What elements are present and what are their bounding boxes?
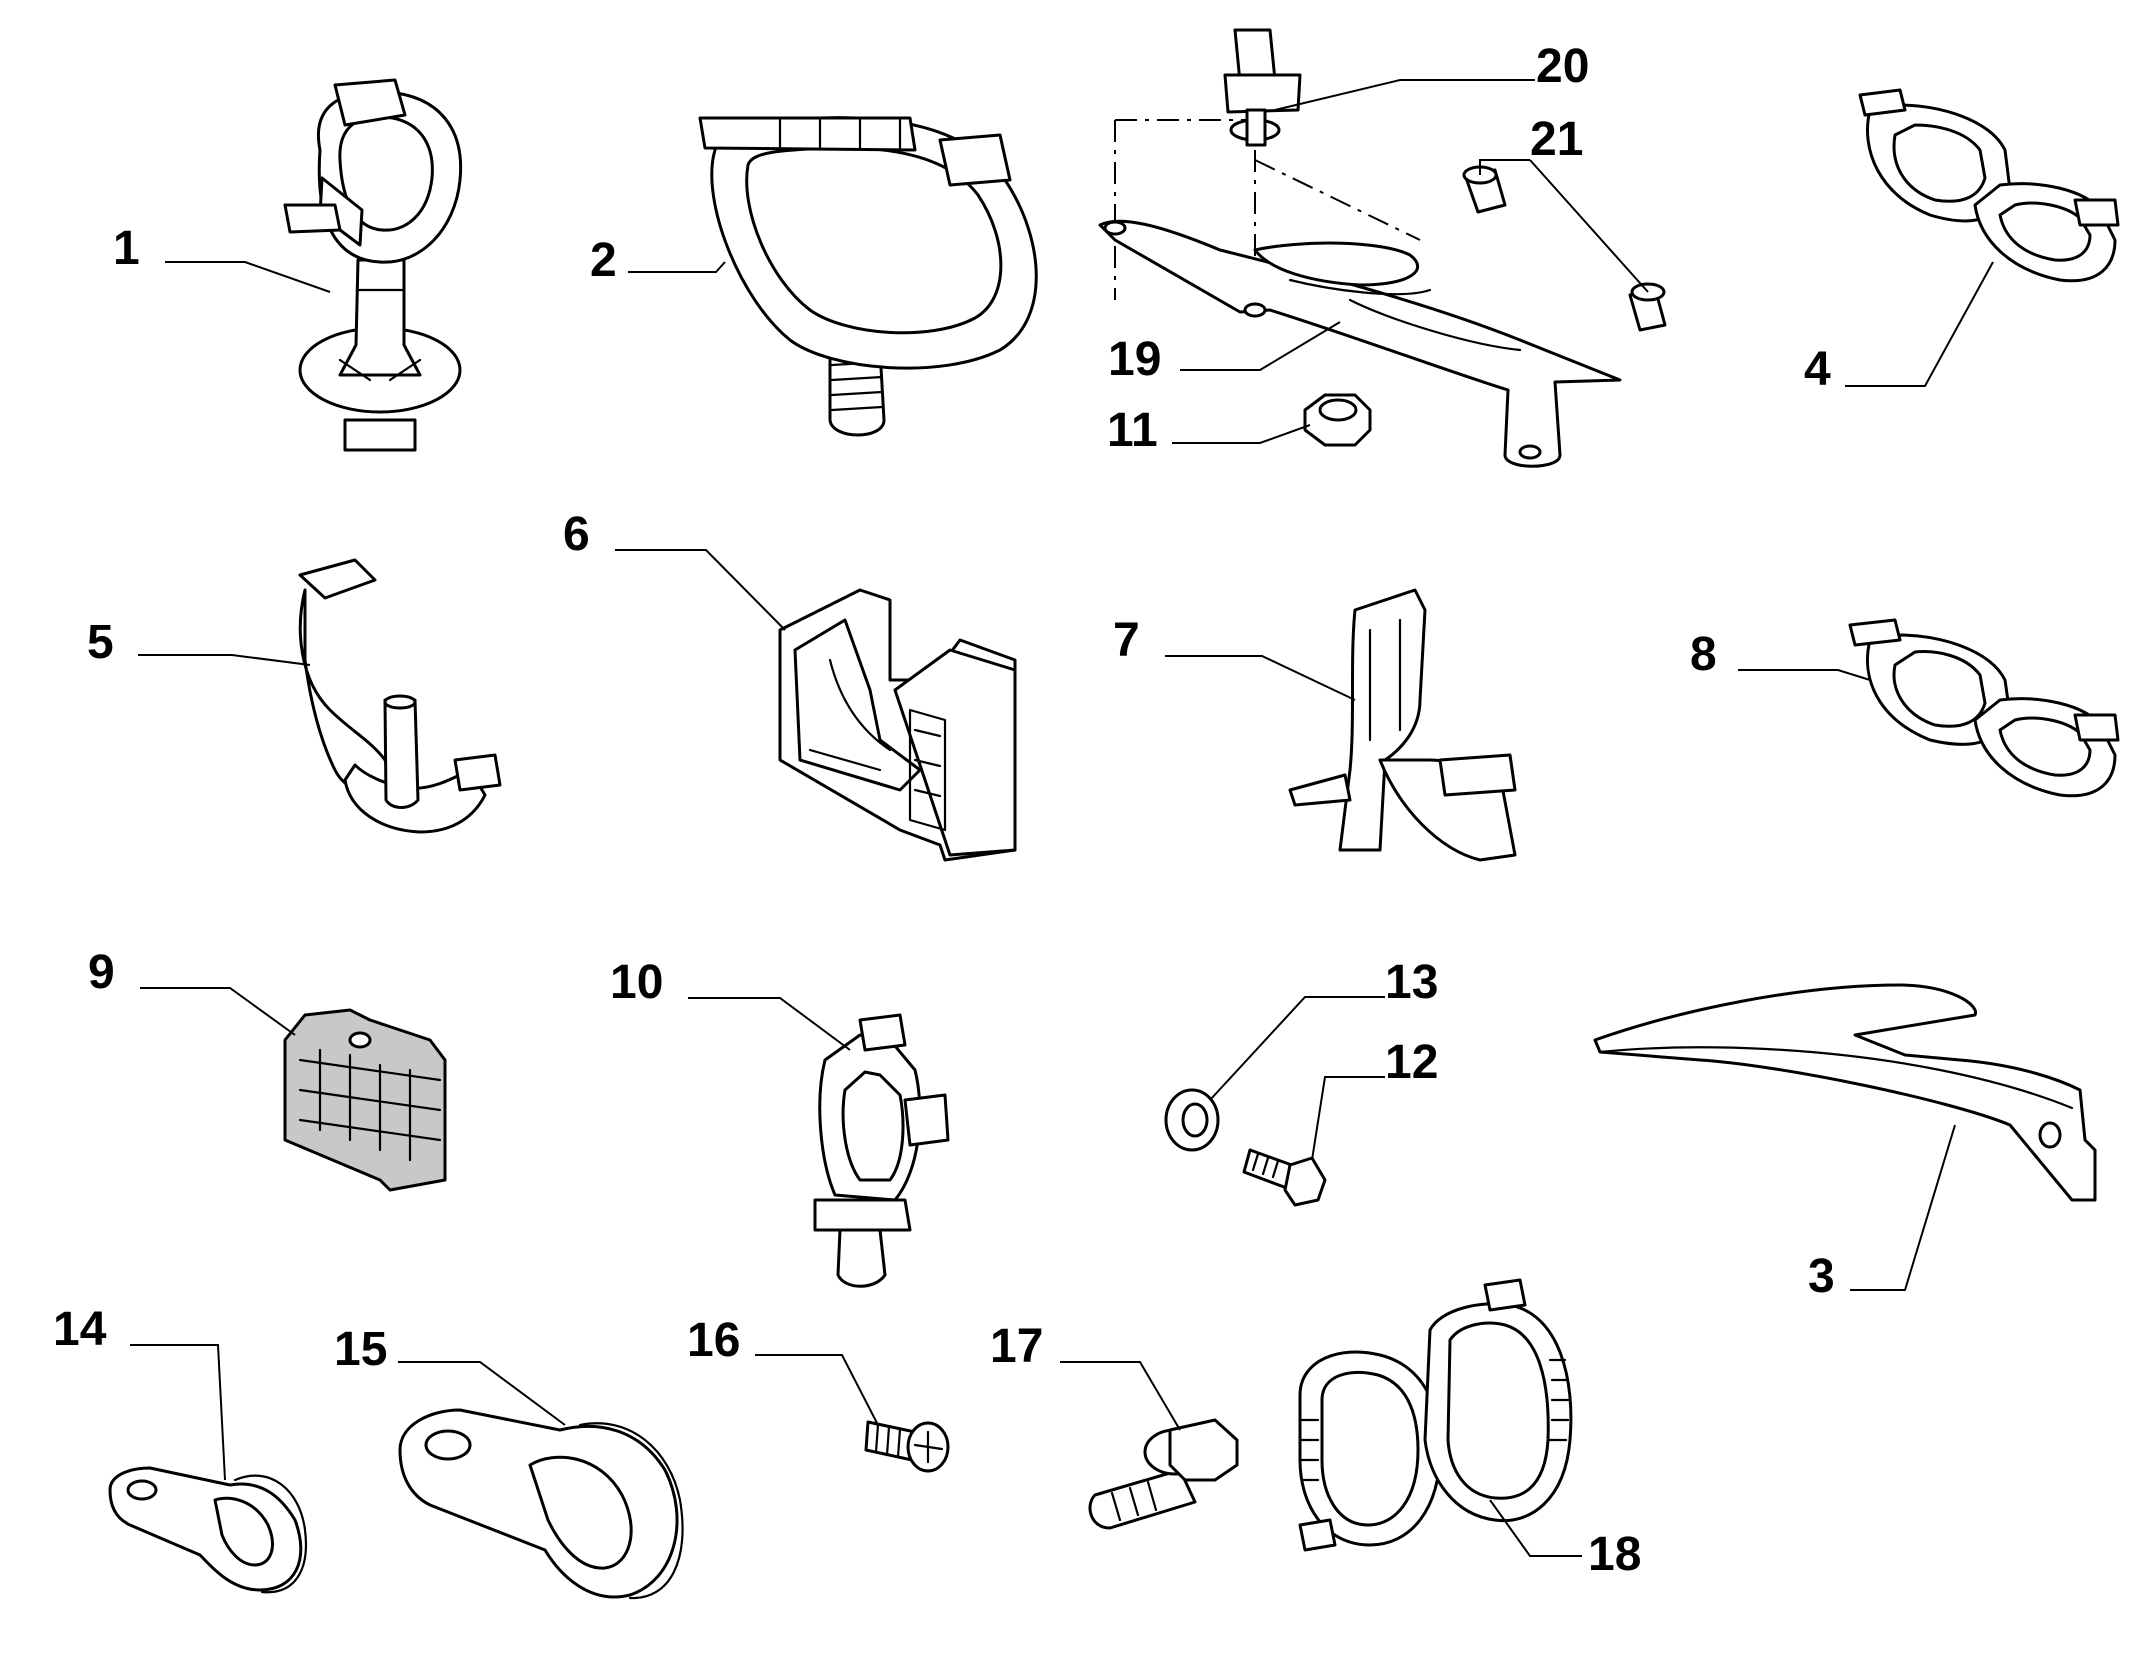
callout-5: 5 — [87, 616, 114, 669]
part-18-double-strap — [1298, 1278, 1573, 1552]
leader-15 — [398, 1361, 566, 1426]
callout-12: 12 — [1385, 1036, 1438, 1089]
leader-11 — [1172, 424, 1311, 444]
part-17-flange-bolt — [1088, 1418, 1239, 1530]
leader-9 — [140, 987, 296, 1036]
callout-13: 13 — [1385, 956, 1438, 1009]
callout-9: 9 — [88, 946, 115, 999]
callout-2: 2 — [590, 234, 617, 287]
part-8-double-clip — [1848, 618, 2120, 798]
callout-18: 18 — [1588, 1528, 1641, 1581]
callout-16: 16 — [687, 1314, 740, 1367]
leader-2 — [628, 261, 726, 273]
part-4-double-clip — [1858, 88, 2120, 283]
leader-8 — [1738, 669, 1871, 681]
leader-3 — [1850, 1124, 1956, 1291]
part-10-pin-clip — [813, 1013, 950, 1288]
part-16-small-screw — [864, 1420, 950, 1473]
leader-7 — [1165, 655, 1356, 701]
callout-8: 8 — [1690, 628, 1717, 681]
part-5-pin-clip — [298, 558, 502, 834]
leader-5 — [138, 654, 311, 666]
part-1-pin-clip — [283, 78, 463, 452]
part-2-oval-strap — [698, 116, 1038, 437]
callout-11: 11 — [1107, 404, 1158, 457]
leader-4 — [1845, 261, 1994, 387]
callout-14: 14 — [53, 1303, 107, 1356]
part-13-washer — [1164, 1088, 1220, 1152]
callout-20: 20 — [1536, 40, 1589, 93]
part-3-long-bracket — [1593, 983, 2097, 1202]
callout-17: 17 — [990, 1320, 1043, 1373]
leader-6 — [615, 549, 786, 631]
leader-18 — [1489, 1499, 1582, 1557]
leader-lines — [130, 79, 1994, 1557]
part-19-bracket — [1098, 28, 1667, 468]
part-14-small-p-clip — [108, 1466, 307, 1594]
callout-1: 1 — [113, 222, 140, 275]
callout-10: 10 — [610, 956, 663, 1009]
part-9-comb-block — [283, 1008, 447, 1192]
callout-6: 6 — [563, 508, 590, 561]
callout-21: 21 — [1530, 113, 1583, 166]
callout-labels: 1 2 3 4 5 6 7 8 9 10 11 12 13 14 15 16 1… — [53, 40, 1835, 1581]
part-11-hex-nut — [1303, 393, 1372, 447]
leader-13 — [1209, 996, 1385, 1101]
leader-20 — [1274, 79, 1535, 111]
callout-7: 7 — [1113, 614, 1140, 667]
leader-14 — [130, 1344, 226, 1481]
leader-1 — [165, 261, 331, 293]
leader-21 — [1479, 159, 1649, 293]
part-15-large-p-clip — [398, 1408, 684, 1600]
callout-19: 19 — [1108, 333, 1161, 386]
part-6-block-clip — [778, 588, 1017, 862]
leader-17 — [1060, 1361, 1181, 1431]
callout-3: 3 — [1808, 1250, 1835, 1303]
leader-19 — [1180, 321, 1341, 371]
callout-15: 15 — [334, 1323, 387, 1376]
leader-12 — [1311, 1076, 1385, 1161]
leader-10 — [688, 997, 851, 1051]
leader-16 — [755, 1354, 879, 1426]
part-7-riser-clip — [1288, 588, 1517, 862]
callout-4: 4 — [1804, 343, 1831, 396]
